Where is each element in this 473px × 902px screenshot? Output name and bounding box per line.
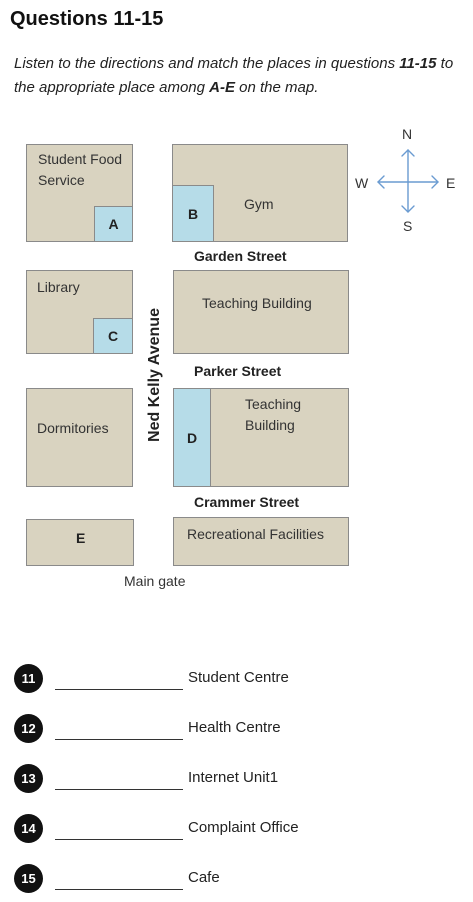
dormitories-label: Dormitories <box>37 420 109 436</box>
garden-street-label: Garden Street <box>194 248 287 264</box>
page-title: Questions 11-15 <box>10 8 164 30</box>
crammer-street-label: Crammer Street <box>194 494 300 510</box>
instructions-text-3: on the map. <box>234 79 319 96</box>
instructions: Listen to the directions and match the p… <box>14 52 459 100</box>
e-block: E <box>26 519 134 566</box>
spot-c-label: C <box>107 328 119 344</box>
answer-blank[interactable] <box>55 739 183 740</box>
teaching-building-2-line-2: Building <box>245 417 295 433</box>
instructions-range: 11-15 <box>399 55 437 72</box>
student-food-service-label: Student Food Service <box>38 149 122 191</box>
spot-d: D <box>173 388 211 487</box>
answer-blank[interactable] <box>55 889 183 890</box>
library-label: Library <box>37 279 80 295</box>
instructions-letters: A-E <box>209 79 235 96</box>
teaching-building-2-label: Teaching Building <box>245 394 301 436</box>
question-place: Cafe <box>188 869 220 886</box>
question-number-badge: 13 <box>14 764 43 793</box>
answer-blank[interactable] <box>55 789 183 790</box>
library-block: Library C <box>26 270 133 354</box>
student-food-service-line-2: Service <box>38 172 85 188</box>
question-number-badge: 15 <box>14 864 43 893</box>
recreational-facilities-label: Recreational Facilities <box>187 526 324 542</box>
recreational-facilities-block: Recreational Facilities <box>173 517 349 566</box>
ned-kelly-avenue-label: Ned Kelly Avenue <box>146 308 163 442</box>
answer-blank[interactable] <box>55 839 183 840</box>
compass-east-label: E <box>446 175 456 191</box>
spot-a-label: A <box>108 216 119 232</box>
dormitories-block: Dormitories <box>26 388 133 487</box>
spot-c: C <box>93 318 133 354</box>
student-food-service-line-1: Student Food <box>38 151 123 167</box>
spot-d-label: D <box>186 429 198 446</box>
question-place: Health Centre <box>188 719 281 736</box>
instructions-text-2: to the appropriate place among <box>14 55 454 96</box>
compass-arrows-icon <box>377 149 439 213</box>
question-number-badge: 12 <box>14 714 43 743</box>
teaching-building-2-block: D Teaching Building <box>173 388 349 487</box>
question-place: Complaint Office <box>188 819 299 836</box>
spot-b: B <box>172 185 214 242</box>
gym-block: B Gym <box>172 144 348 242</box>
teaching-building-1-block: Teaching Building <box>173 270 349 354</box>
gym-label: Gym <box>244 196 274 212</box>
question-place: Internet Unit1 <box>188 769 279 786</box>
spot-b-label: B <box>187 205 199 222</box>
answer-blank[interactable] <box>55 689 183 690</box>
spot-a: A <box>94 206 133 242</box>
compass-south-label: S <box>403 218 413 234</box>
compass-west-label: W <box>355 175 369 191</box>
compass-north-label: N <box>402 126 413 142</box>
teaching-building-1-label: Teaching Building <box>202 295 312 311</box>
spot-e-label: E <box>76 530 86 546</box>
question-place: Student Centre <box>188 669 289 686</box>
instructions-text-1: Listen to the directions and match the p… <box>14 55 400 72</box>
main-gate-label: Main gate <box>124 573 186 589</box>
question-number-badge: 14 <box>14 814 43 843</box>
teaching-building-2-line-1: Teaching <box>245 396 302 412</box>
student-food-service-block: Student Food Service A <box>26 144 133 242</box>
question-number-badge: 11 <box>14 664 43 693</box>
parker-street-label: Parker Street <box>194 363 282 379</box>
